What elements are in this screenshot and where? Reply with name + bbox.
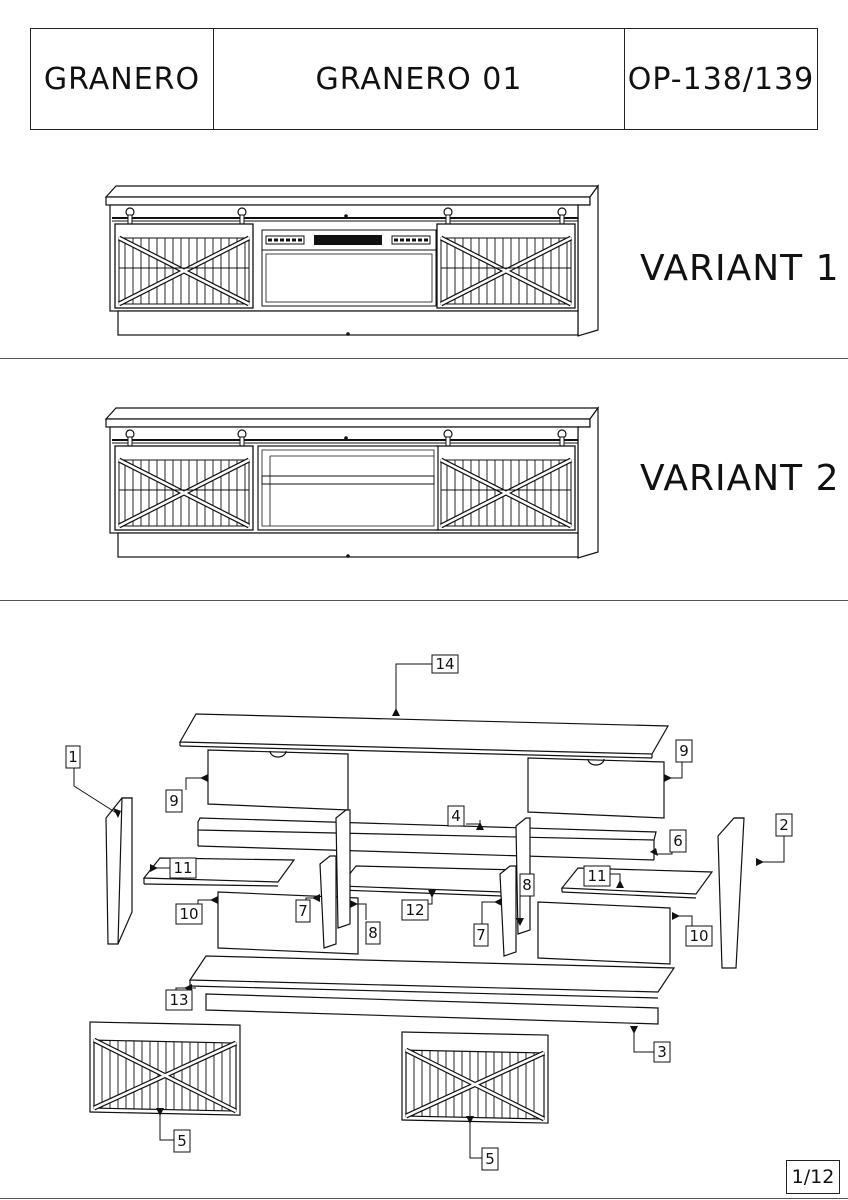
section-divider — [0, 600, 848, 601]
part-label: 8 — [522, 876, 532, 894]
part-label-boxes — [65, 654, 793, 1171]
variant-1-label: VARIANT 1 — [640, 248, 840, 289]
part-label: 14 — [435, 655, 454, 673]
part-label: 9 — [169, 792, 179, 810]
part-label: 5 — [485, 1150, 495, 1168]
part-label: 10 — [689, 927, 708, 945]
part-label: 5 — [177, 1132, 187, 1150]
page-number: 1/12 — [786, 1160, 840, 1194]
part-label: 1 — [68, 748, 78, 766]
section-divider — [0, 1198, 848, 1199]
variant-2-label: VARIANT 2 — [640, 458, 840, 499]
code-cell: OP-138/139 — [627, 61, 815, 97]
part-label: 3 — [657, 1043, 667, 1061]
model-cell: GRANERO 01 — [214, 29, 625, 129]
part-label: 9 — [679, 742, 689, 760]
exploded-view — [89, 713, 745, 1124]
part-label: 11 — [587, 867, 606, 885]
part-label: 4 — [451, 807, 461, 825]
part-label: 12 — [405, 901, 424, 919]
part-label: 10 — [179, 905, 198, 923]
part-label: 11 — [173, 859, 192, 877]
brand-cell: GRANERO — [31, 29, 214, 129]
part-label: 8 — [368, 924, 378, 942]
part-label: 6 — [673, 832, 683, 850]
variant-1-cabinet — [104, 184, 600, 337]
part-label: 7 — [476, 926, 486, 944]
part-label: 13 — [169, 991, 188, 1009]
section-divider — [0, 358, 848, 359]
title-block: GRANERO GRANERO 01 OP-138/139 — [30, 28, 818, 130]
part-label: 7 — [298, 902, 308, 920]
part-labels: 14 1 9 9 4 6 2 11 11 10 7 12 8 8 7 10 13… — [68, 655, 789, 1168]
part-label: 2 — [779, 816, 789, 834]
variant-2-cabinet — [104, 406, 600, 559]
leader-arrows — [113, 708, 764, 1124]
